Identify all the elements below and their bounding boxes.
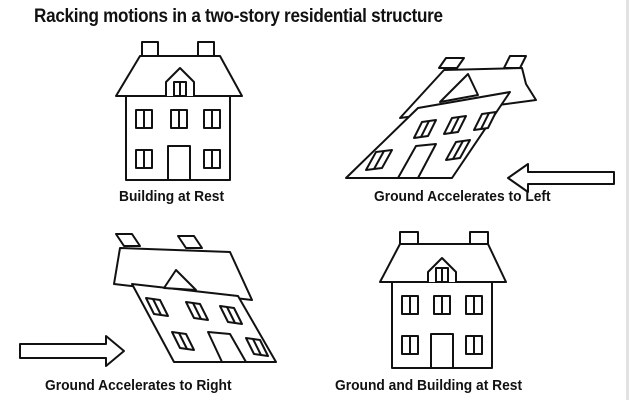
- house-racked-left: [113, 233, 277, 363]
- chimney-left: [399, 231, 419, 245]
- caption-ground-accelerates-left: Ground Accelerates to Left: [374, 188, 551, 205]
- chimney-right: [177, 235, 203, 249]
- chimney-left: [141, 41, 159, 57]
- house-at-rest-2: [379, 231, 507, 369]
- caption-ground-accelerates-right: Ground Accelerates to Right: [45, 377, 232, 394]
- arrow-right: [19, 335, 125, 367]
- caption-ground-and-building-at-rest: Ground and Building at Rest: [335, 377, 523, 394]
- diagram-title: Racking motions in a two-story residenti…: [34, 6, 443, 27]
- house-racked-right: [345, 55, 537, 179]
- arrow-left: [507, 163, 615, 193]
- chimney-right: [503, 55, 527, 69]
- chimney-right: [469, 231, 489, 245]
- door: [397, 143, 437, 179]
- chimney-left: [115, 233, 141, 247]
- house-at-rest-1: [115, 41, 243, 181]
- walls: [131, 283, 277, 363]
- door: [167, 145, 191, 181]
- door: [207, 331, 247, 363]
- caption-building-at-rest: Building at Rest: [119, 188, 225, 205]
- door: [430, 333, 454, 369]
- chimney-left: [438, 57, 465, 69]
- right-edge-shadow: [626, 0, 629, 400]
- dormer: [439, 73, 479, 103]
- dormer: [163, 269, 197, 291]
- chimney-right: [197, 41, 215, 57]
